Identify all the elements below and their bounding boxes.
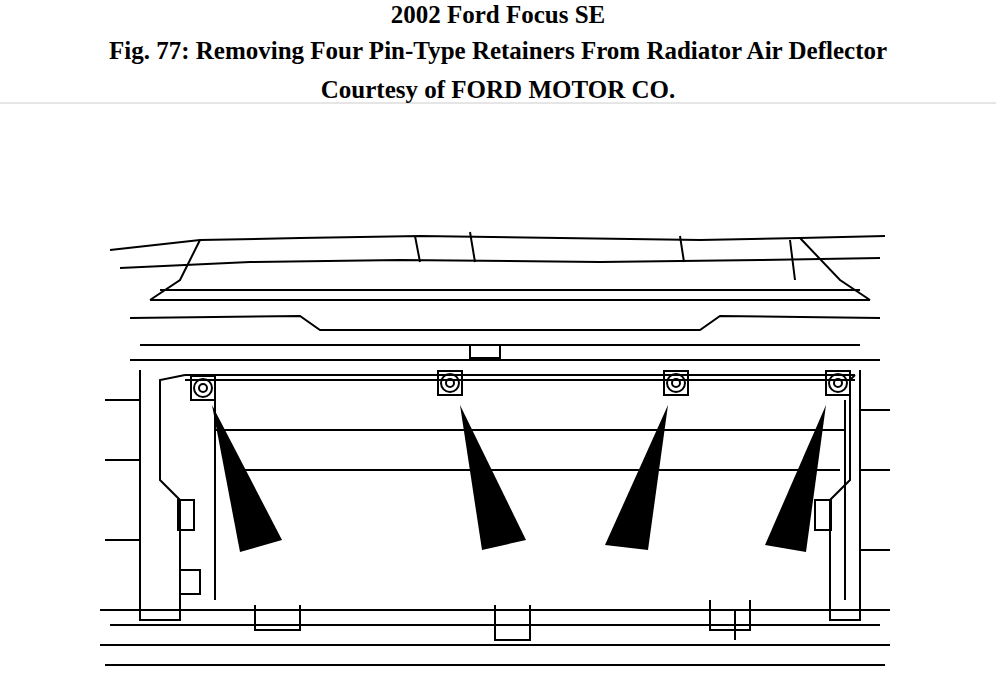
courtesy-note: Courtesy of FORD MOTOR CO. <box>0 75 996 105</box>
pointer-arrows <box>212 405 826 552</box>
line-art <box>100 232 890 665</box>
figure-caption: Fig. 77: Removing Four Pin-Type Retainer… <box>0 36 996 66</box>
figure-title: 2002 Ford Focus SE <box>0 0 996 30</box>
